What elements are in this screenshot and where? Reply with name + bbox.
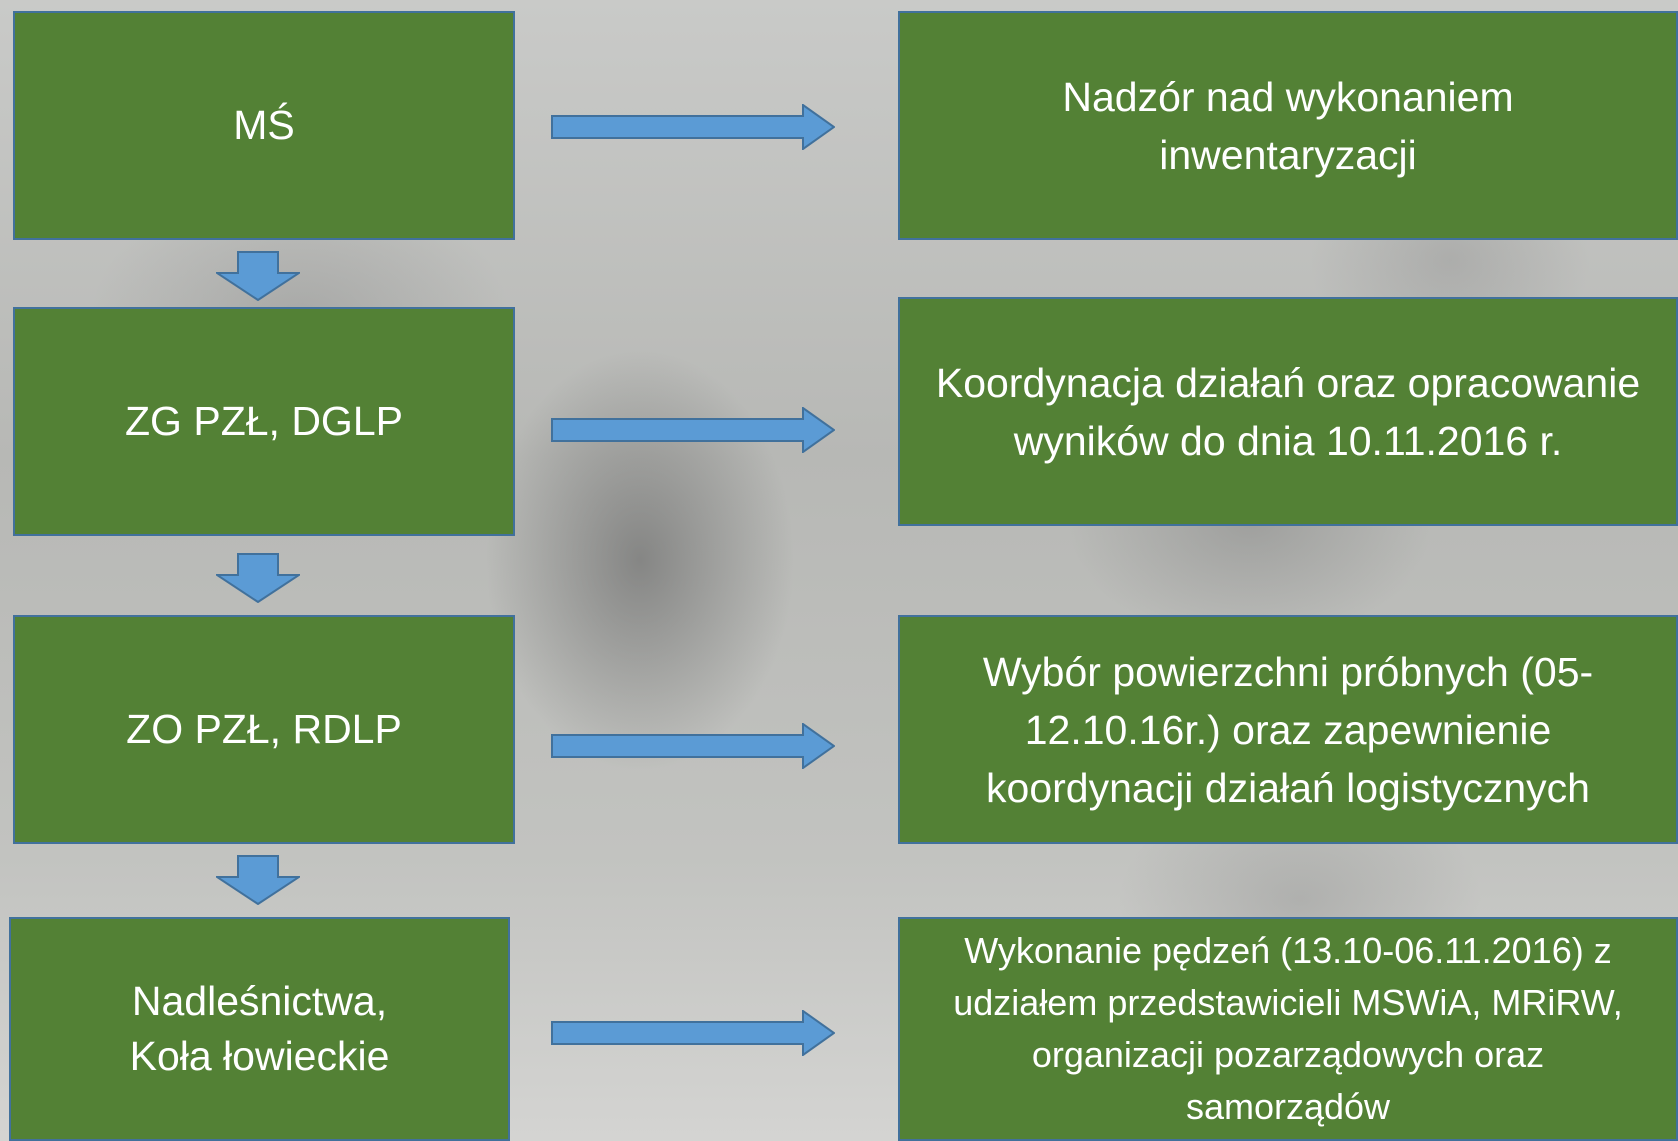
box-zg-pzl-dglp-label: ZG PZŁ, DGLP [125,398,403,444]
box-koordynacja-label: Koordynacja działań oraz opracowanie wyn… [935,359,1641,464]
arrow-right-4 [551,1010,835,1056]
box-wybor: Wybór powierzchni próbnych (05- 12.10.16… [898,615,1678,844]
box-zg-pzl-dglp: ZG PZŁ, DGLP [13,307,515,536]
arrow-down-3 [216,855,300,905]
box-nadlesnictwa-label: Nadleśnictwa, Koła łowieckie [129,978,390,1079]
arrow-right-3 [551,723,835,769]
arrow-right-2 [551,407,835,453]
box-nadzor-label: Nadzór nad wykonaniem inwentaryzacji [1062,73,1514,178]
box-ms-label: MŚ [233,102,295,148]
arrow-right-1 [551,104,835,150]
box-nadzor: Nadzór nad wykonaniem inwentaryzacji [898,11,1678,240]
box-ms: MŚ [13,11,515,240]
box-zo-pzl-rdlp: ZO PZŁ, RDLP [13,615,515,844]
box-koordynacja: Koordynacja działań oraz opracowanie wyn… [898,297,1678,526]
arrow-down-2 [216,553,300,603]
box-wykonanie: Wykonanie pędzeń (13.10-06.11.2016) z ud… [898,917,1678,1141]
box-nadlesnictwa: Nadleśnictwa, Koła łowieckie [9,917,510,1141]
box-wykonanie-label: Wykonanie pędzeń (13.10-06.11.2016) z ud… [953,930,1623,1127]
arrow-down-1 [216,251,300,301]
box-wybor-label: Wybór powierzchni próbnych (05- 12.10.16… [982,648,1594,811]
box-zo-pzl-rdlp-label: ZO PZŁ, RDLP [126,706,402,752]
